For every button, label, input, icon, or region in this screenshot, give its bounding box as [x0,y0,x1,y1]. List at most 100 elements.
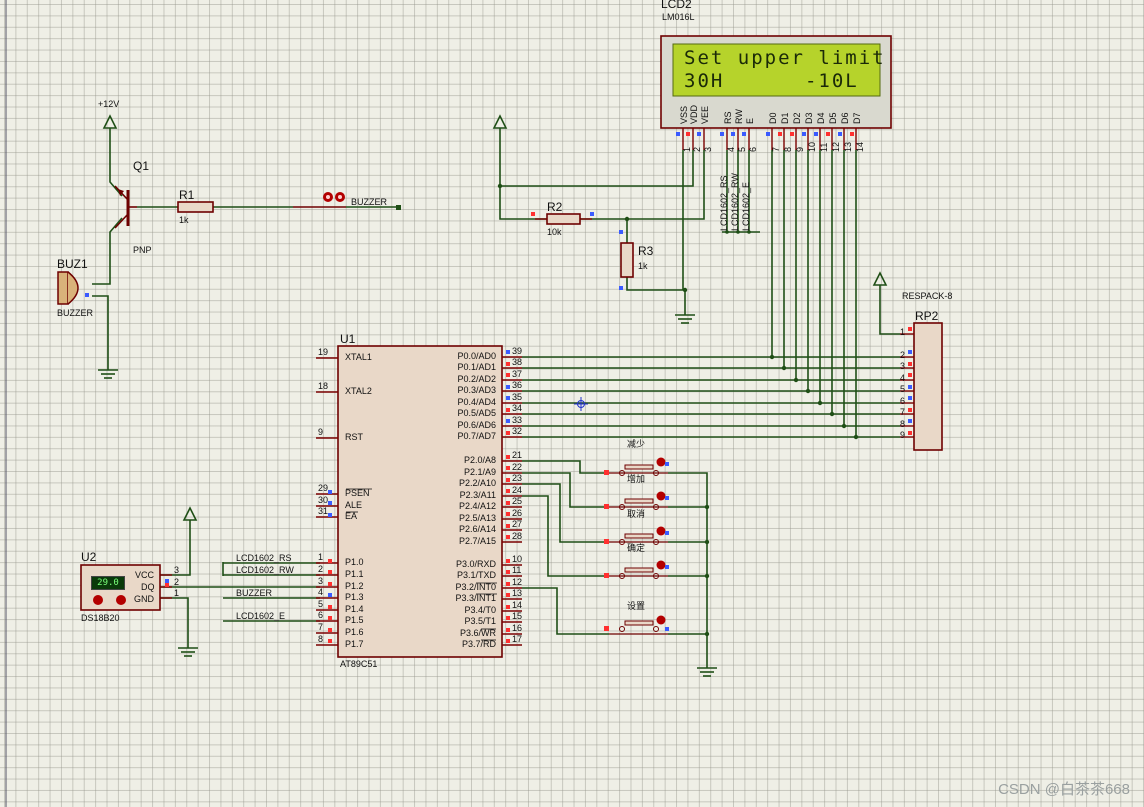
u1-left-pin-name-9: P1.3 [345,592,364,602]
u1-mcu-body[interactable] [337,345,503,658]
sensor-pin-dq: DQ [141,582,155,592]
buz1-buzzer[interactable] [57,271,89,305]
u1-right-pin-name-5: P0.5/AD5 [457,408,496,418]
u1-right-pin-num-9: 22 [512,462,523,472]
u1-right-pin-num-4: 35 [512,392,523,402]
u1-left-pin-num-13: 8 [318,634,324,644]
u1-left-pin-name-1: XTAL2 [345,386,372,396]
u1-left-pin-num-6: 1 [318,552,324,562]
u1-right-pin-name-12: P2.4/A12 [458,501,496,511]
lcd-pin-name-9: D3 [804,112,814,124]
r3-resistor[interactable] [620,242,634,278]
u1-right-pin-num-20: 14 [512,600,523,610]
junction-dots [497,183,859,637]
lcd-pin-number-4: 5 [737,146,747,152]
u1-left-pin-name-10: P1.4 [345,604,364,614]
lcd-pin-name-0: VSS [679,105,689,124]
lcd-pin-name-12: D6 [840,112,850,124]
lcd-pin-number-6: 7 [771,146,781,152]
u1-right-pin-name-1: P0.1/AD1 [457,362,496,372]
u1-left-pin-num-5: 31 [318,506,329,516]
buzzer-net-label: BUZZER [351,197,387,207]
rp2-pin-6: 6 [900,396,906,406]
u1-right-pin-num-23: 17 [512,634,523,644]
u1-right-pin-num-1: 38 [512,357,523,367]
sensor-temperature-readout: 29.0 [91,576,125,590]
u1-left-pin-num-3: 29 [318,483,329,493]
u1-right-pin-name-14: P2.6/A14 [458,524,496,534]
lcd-line-2: 30H -10L [684,70,859,92]
lcd-pin-state-dots [676,132,854,136]
button-settings[interactable] [604,615,669,635]
u1-right-pin-num-13: 26 [512,508,523,518]
u1-left-pin-num-11: 6 [318,610,324,620]
r2-resistor[interactable] [546,213,581,225]
u1-right-pin-num-15: 28 [512,531,523,541]
q1-type: PNP [133,245,152,255]
lcd-pin-number-7: 8 [783,146,793,152]
u1-left-pin-name-11: P1.5 [345,615,364,625]
net-lcd-rw: LCD1602_RW [236,565,294,575]
lcd-pin-name-5: E [745,117,755,124]
lcd-pin-leads [682,128,857,150]
u1-left-pin-num-7: 2 [318,564,324,574]
u1-right-pin-name-10: P2.2/A10 [458,478,496,488]
u1-right-pin-num-17: 11 [512,565,522,575]
u1-right-pin-num-10: 23 [512,473,523,483]
net-lcd-e: LCD1602_E [236,611,286,621]
q1-transistor[interactable] [114,185,137,229]
rp2-pin-1: 1 [900,327,906,337]
rp2-respack[interactable] [913,322,943,451]
ground-symbols [98,314,717,677]
lcd-ref: LCD2 [661,0,692,11]
u1-right-pin-num-7: 32 [512,426,523,436]
u1-right-pin-name-15: P2.7/A15 [458,536,496,546]
supply-12v-label: +12V [98,99,120,109]
rp2-ref: RP2 [915,309,939,323]
button-cancel[interactable] [604,526,669,545]
u1-right-pin-num-6: 33 [512,415,523,425]
lcd-pin-number-13: 14 [855,141,865,152]
button-label-settings: 设置 [627,601,646,611]
sensor-pin-num-3: 3 [174,565,180,575]
lcd-net-rw: LCD1602_RW [730,173,740,231]
button-decrease[interactable] [604,457,669,476]
buz1-type: BUZZER [57,308,93,318]
u1-right-pin-name-13: P2.5/A13 [458,513,496,523]
u1-ref: U1 [340,332,356,346]
rp2-type: RESPACK-8 [902,291,953,301]
r2-ref: R2 [547,200,563,214]
lcd-pin-name-13: D7 [852,112,862,124]
sensor-up-button[interactable] [116,595,126,605]
u1-left-pin-name-0: XTAL1 [345,352,372,362]
u1-right-pin-name-3: P0.3/AD3 [457,385,496,395]
u1-pin-state-dots [328,350,510,643]
button-confirm[interactable] [604,560,669,579]
lcd-pin-name-7: D1 [780,112,790,124]
r1-value: 1k [179,215,189,225]
u1-left-pin-num-10: 5 [318,599,324,609]
u1-left-pin-num-1: 18 [318,381,329,391]
u1-right-pin-num-11: 24 [512,485,523,495]
lcd-line-1: Set upper limit [684,47,886,69]
rp2-pin-5: 5 [900,384,906,394]
net-buzzer: BUZZER [236,588,272,598]
wires [92,128,900,668]
r1-resistor[interactable] [177,201,214,213]
lcd-screen [672,43,881,97]
button-increase[interactable] [604,491,669,510]
u1-left-pin-name-6: P1.0 [345,557,364,567]
u1-left-pin-name-12: P1.6 [345,627,364,637]
u1-left-pin-name-5: EA [345,511,358,521]
sensor-down-button[interactable] [93,595,103,605]
r2-value: 10k [547,227,562,237]
rp2-pin-9: 9 [900,430,906,440]
button-label-confirm: 确定 [627,543,646,553]
u1-right-pin-name-19: P3.3/INT1 [455,593,496,603]
u1-right-pin-name-11: P2.3/A11 [459,490,496,500]
lcd-pin-name-1: VDD [689,104,699,124]
u1-left-pin-name-8: P1.2 [345,581,364,591]
q1-ref: Q1 [133,159,150,173]
